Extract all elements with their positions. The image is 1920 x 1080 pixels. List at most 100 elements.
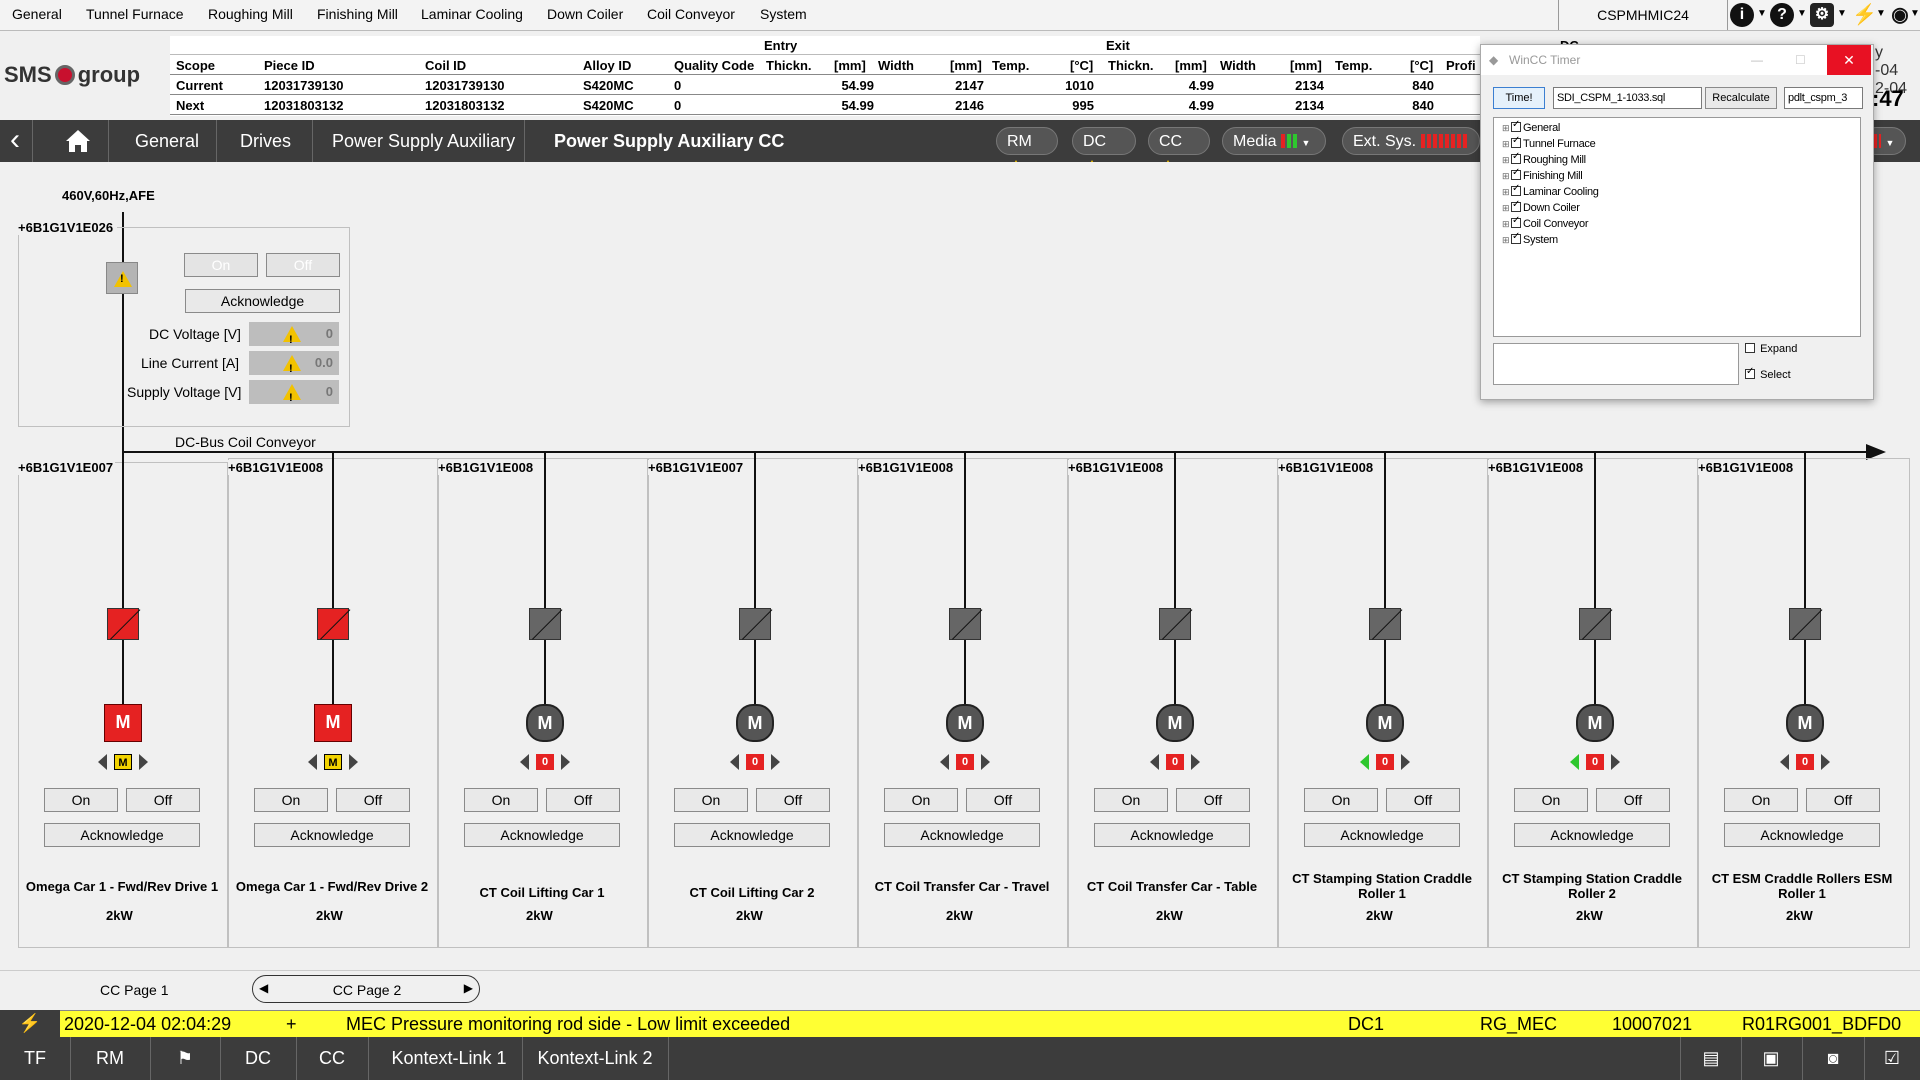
checkbox-icon[interactable] [1511, 215, 1521, 228]
drive-off-button[interactable]: Off [756, 788, 830, 812]
tree-item-finishing-mill[interactable]: ⊞Finishing Mill [1502, 167, 1583, 182]
drive-off-button[interactable]: Off [1596, 788, 1670, 812]
crumb-drives[interactable]: Drives [240, 131, 292, 151]
lightning-icon[interactable]: ⚡ [0, 1010, 60, 1037]
expand-icon[interactable]: ⊞ [1502, 219, 1510, 229]
nav-rm-button[interactable]: RM [70, 1037, 151, 1080]
eye-icon[interactable]: ◉ [1891, 4, 1909, 26]
menu-laminar-cooling[interactable]: Laminar Cooling [421, 6, 523, 22]
expand-icon[interactable]: ⊞ [1502, 203, 1510, 213]
drive-acknowledge-button[interactable]: Acknowledge [674, 823, 830, 847]
tree-item-system[interactable]: ⊞System [1502, 231, 1558, 246]
drive-acknowledge-button[interactable]: Acknowledge [1514, 823, 1670, 847]
expand-icon[interactable]: ⊞ [1502, 155, 1510, 165]
drive-on-button[interactable]: On [674, 788, 748, 812]
chevron-down-icon[interactable]: ▼ [1910, 8, 1920, 19]
converter-icon[interactable] [1789, 608, 1821, 640]
alarm-line[interactable]: ⚡ 2020-12-04 02:04:29 + MEC Pressure mon… [0, 1010, 1920, 1038]
converter-icon[interactable] [529, 608, 561, 640]
output-textbox[interactable] [1493, 343, 1739, 385]
checkbox-icon[interactable] [1511, 135, 1521, 148]
menu-general[interactable]: General [12, 6, 62, 22]
converter-icon[interactable] [739, 608, 771, 640]
drive-off-button[interactable]: Off [966, 788, 1040, 812]
supply-off-button[interactable]: Off [266, 253, 340, 277]
drive-off-button[interactable]: Off [126, 788, 200, 812]
crumb-general[interactable]: General [135, 131, 200, 151]
pdl-field[interactable]: pdlt_cspm_3 [1784, 87, 1863, 109]
media-status-pill[interactable]: Media ▼ [1222, 127, 1326, 155]
gear-icon[interactable]: ⚙ [1810, 3, 1834, 27]
arrow-left-icon[interactable]: ◀ [259, 981, 269, 995]
select-checkbox[interactable]: Select [1745, 366, 1791, 381]
converter-icon[interactable] [107, 608, 139, 640]
expand-icon[interactable]: ⊞ [1502, 235, 1510, 245]
kontext-link-2-button[interactable]: Kontext-Link 2 [522, 1037, 669, 1080]
tree-item-tunnel-furnace[interactable]: ⊞Tunnel Furnace [1502, 135, 1596, 150]
converter-icon[interactable] [1579, 608, 1611, 640]
drive-on-button[interactable]: On [1514, 788, 1588, 812]
drive-off-button[interactable]: Off [1806, 788, 1880, 812]
chevron-down-icon[interactable]: ▼ [1837, 8, 1847, 19]
monitor-icon[interactable]: ▤ [1680, 1037, 1742, 1080]
tree-item-general[interactable]: ⊞General [1502, 119, 1560, 134]
drive-acknowledge-button[interactable]: Acknowledge [254, 823, 410, 847]
expand-icon[interactable]: ⊞ [1502, 123, 1510, 133]
menu-roughing-mill[interactable]: Roughing Mill [208, 6, 293, 22]
crumb-power-supply-auxiliary[interactable]: Power Supply Auxiliary [332, 131, 516, 151]
checkbox-icon[interactable] [1511, 231, 1521, 244]
drive-off-button[interactable]: Off [546, 788, 620, 812]
ext-sys-status-pill[interactable]: Ext. Sys. ▼ [1342, 127, 1480, 176]
close-icon[interactable]: ✕ [1827, 45, 1871, 75]
checkbox-icon[interactable] [1745, 366, 1755, 379]
drive-on-button[interactable]: On [1724, 788, 1798, 812]
sql-file-field[interactable]: SDI_CSPM_1-1033.sql [1553, 87, 1702, 109]
minimize-icon[interactable]: — [1751, 53, 1763, 67]
motor-icon[interactable]: M [1786, 704, 1824, 742]
crumb-power-supply-auxiliary-cc[interactable]: Power Supply Auxiliary CC [554, 131, 785, 151]
tree-item-down-coiler[interactable]: ⊞Down Coiler [1502, 199, 1580, 214]
back-arrow-icon[interactable]: ‹ [10, 123, 20, 156]
converter-icon[interactable] [1369, 608, 1401, 640]
motor-icon[interactable]: M [1156, 704, 1194, 742]
page-tab-cc-1[interactable]: CC Page 1 [100, 982, 169, 998]
chevron-down-icon[interactable]: ▼ [1757, 8, 1767, 19]
drive-on-button[interactable]: On [1094, 788, 1168, 812]
supply-converter-icon[interactable] [106, 262, 138, 294]
time-button[interactable]: Time! [1493, 87, 1545, 109]
checkbox-icon[interactable]: ☑ [1883, 1048, 1901, 1068]
drive-on-button[interactable]: On [254, 788, 328, 812]
checkbox-icon[interactable] [1511, 183, 1521, 196]
checkbox-icon[interactable] [1511, 199, 1521, 212]
expand-icon[interactable]: ⊞ [1502, 187, 1510, 197]
drive-off-button[interactable]: Off [1176, 788, 1250, 812]
converter-icon[interactable] [1159, 608, 1191, 640]
help-icon[interactable]: ? [1770, 3, 1794, 27]
tree-item-laminar-cooling[interactable]: ⊞Laminar Cooling [1502, 183, 1599, 198]
converter-icon[interactable] [317, 608, 349, 640]
arrow-right-icon[interactable]: ▶ [463, 981, 473, 995]
motor-icon[interactable]: M [1366, 704, 1404, 742]
drive-acknowledge-button[interactable]: Acknowledge [1724, 823, 1880, 847]
chevron-down-icon[interactable]: ▼ [1797, 8, 1807, 19]
checkbox-icon[interactable] [1745, 343, 1755, 353]
chevron-down-icon[interactable]: ▼ [1876, 8, 1886, 19]
nav-tf-button[interactable]: TF [0, 1037, 71, 1080]
dc-status-pill[interactable]: DC [1072, 127, 1136, 190]
drive-on-button[interactable]: On [884, 788, 958, 812]
drive-off-button[interactable]: Off [336, 788, 410, 812]
menu-system[interactable]: System [760, 6, 807, 22]
motor-icon[interactable]: M [736, 704, 774, 742]
motor-icon[interactable]: M [104, 704, 142, 742]
motor-icon[interactable]: M [526, 704, 564, 742]
supply-on-button[interactable]: On [184, 253, 258, 277]
rm-status-pill[interactable]: RM [996, 127, 1058, 190]
tree-item-roughing-mill[interactable]: ⊞Roughing Mill [1502, 151, 1586, 166]
motor-icon[interactable]: M [946, 704, 984, 742]
nav-cc-button[interactable]: CC [296, 1037, 369, 1080]
drive-acknowledge-button[interactable]: Acknowledge [1094, 823, 1250, 847]
tree-view[interactable]: ⊞General ⊞Tunnel Furnace ⊞Roughing Mill … [1493, 117, 1861, 337]
nav-dc-button[interactable]: DC [220, 1037, 297, 1080]
expand-checkbox[interactable]: Expand [1745, 343, 1797, 355]
dialog-titlebar[interactable]: ◆ WinCC Timer — ☐ ✕ [1481, 45, 1871, 75]
